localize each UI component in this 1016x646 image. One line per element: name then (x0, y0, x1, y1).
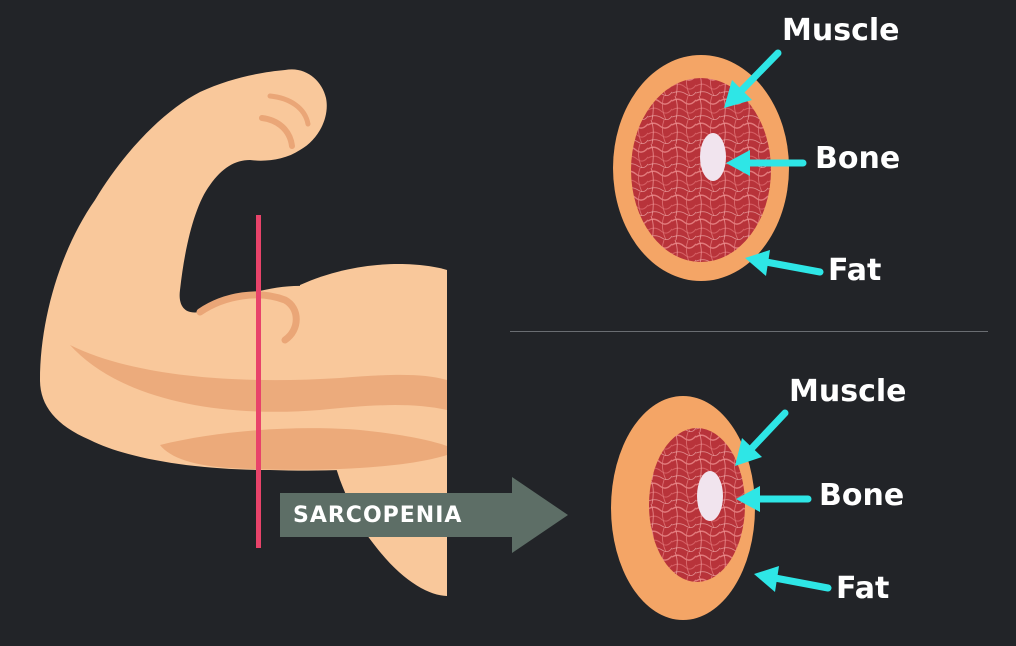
fist-finger-line (259, 115, 295, 149)
bone-pointer-arrow (726, 150, 807, 176)
sarcopenia-pointers (735, 409, 832, 592)
healthy-cross-section (613, 55, 789, 281)
healthy-muscle-label: Muscle (782, 13, 900, 48)
section-divider (510, 331, 988, 332)
muscle-pointer-arrow (724, 49, 782, 108)
biceps-crease (196, 291, 300, 344)
healthy-bone-label: Bone (815, 141, 901, 176)
arm-shadow (70, 345, 447, 412)
muscle-layer (631, 78, 771, 262)
sarcopenia-arrow-label: SARCOPENIA (293, 503, 463, 528)
sarcopenia-muscle-label: Muscle (789, 374, 907, 409)
healthy-pointers (724, 49, 824, 276)
sarcopenia-cross-section (611, 396, 755, 620)
arm-shadow (160, 428, 447, 470)
bone (700, 133, 726, 181)
sarcopenia-arrow (280, 477, 568, 553)
fist-finger-line (267, 93, 311, 127)
sarcopenia-fat-label: Fat (836, 571, 890, 606)
muscle-layer (649, 428, 745, 582)
bone (697, 471, 723, 521)
fat-pointer-arrow (745, 250, 824, 276)
cross-section-cut-line (256, 215, 261, 548)
healthy-fat-label: Fat (828, 253, 882, 288)
bone-pointer-arrow (736, 486, 812, 512)
sarcopenia-bone-label: Bone (819, 478, 905, 513)
fat-pointer-arrow (754, 566, 832, 592)
muscle-pointer-arrow (735, 409, 789, 466)
